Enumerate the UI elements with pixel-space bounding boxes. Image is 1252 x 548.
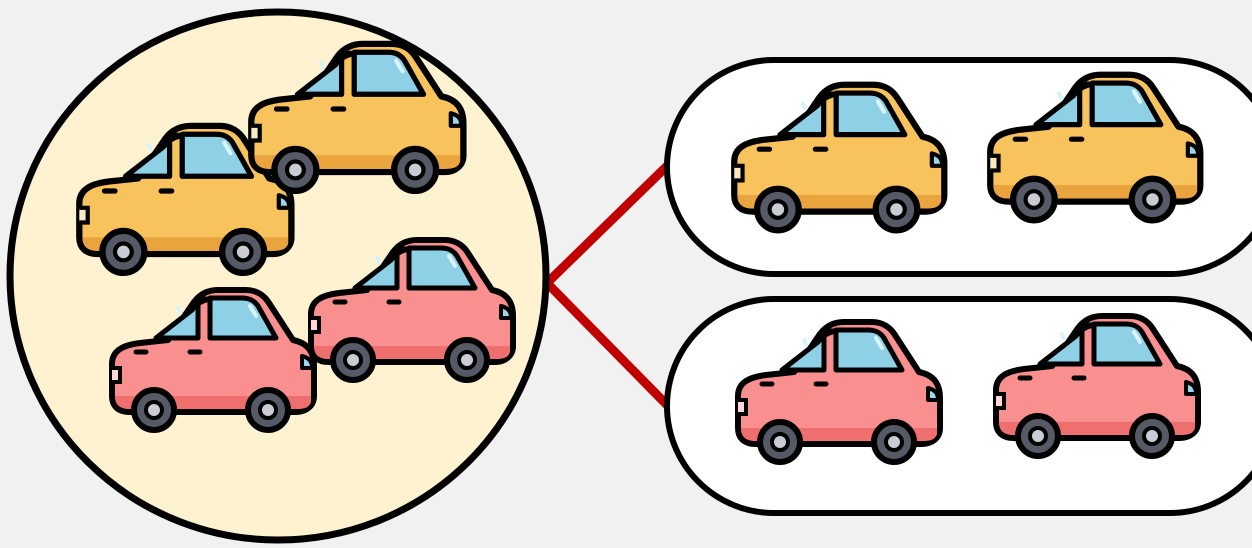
connector-line-top — [542, 161, 672, 288]
connector-line-bottom — [542, 278, 672, 410]
